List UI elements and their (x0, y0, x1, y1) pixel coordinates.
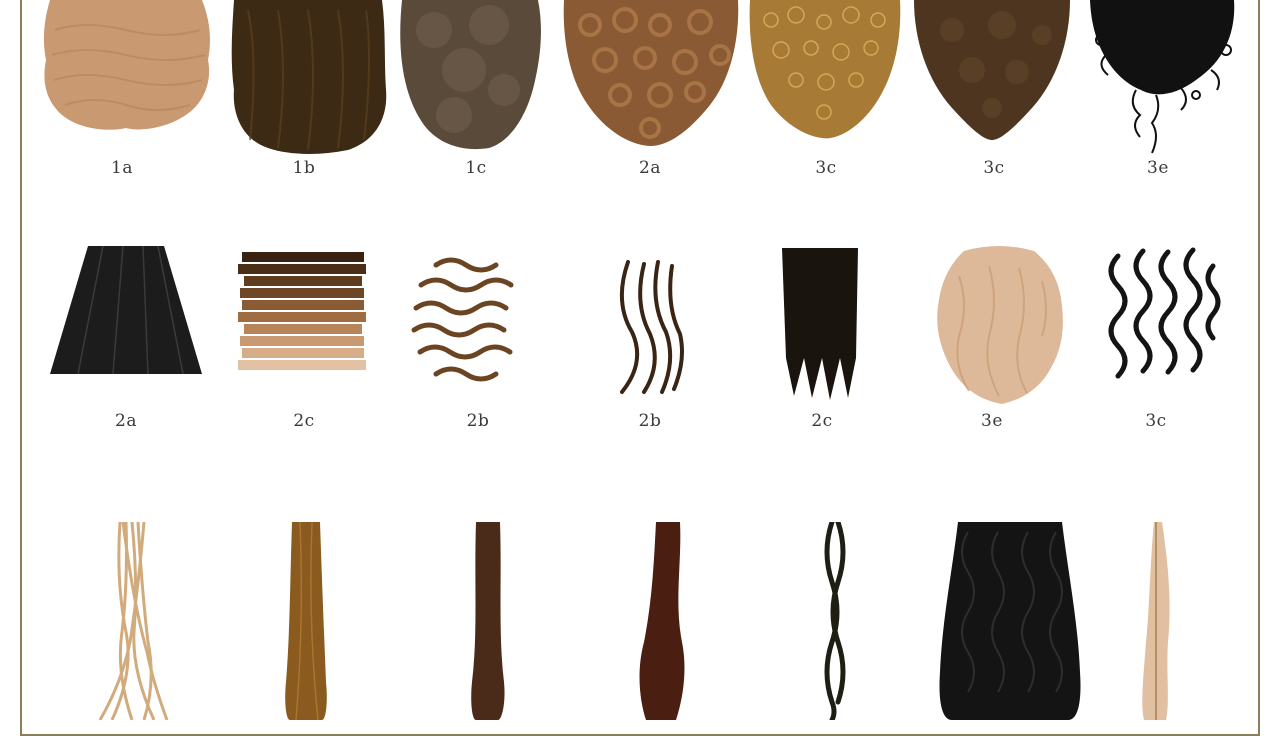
swatch-3c-row1-a (749, 0, 901, 139)
swatch-2c-row2-b (782, 248, 858, 400)
swatch-1c (400, 0, 541, 150)
swatch-3c-row1-b (914, 0, 1070, 140)
swatch-2c-row2-a (238, 252, 366, 370)
swatch-1b (231, 0, 387, 154)
row2-label-7: 3c (1145, 411, 1167, 431)
row1-label-2: 1b (292, 158, 316, 178)
row1-label-6: 3c (983, 158, 1005, 178)
swatch-strand-2 (285, 522, 327, 720)
swatch-2a-row2 (50, 246, 202, 375)
row2-label-6: 3e (981, 411, 1003, 431)
swatch-1a (43, 0, 211, 130)
row2-label-5: 2c (811, 411, 833, 431)
row2-label-1: 2a (115, 411, 137, 431)
swatch-strand-3 (471, 522, 505, 720)
row2-label-3: 2b (466, 411, 490, 431)
row1-label-7: 3e (1147, 158, 1169, 178)
swatch-2b-row2-a (411, 257, 514, 382)
swatch-3e-row1 (1090, 0, 1235, 154)
swatch-strand-1 (98, 522, 169, 720)
row2-label-4: 2b (638, 411, 662, 431)
swatch-2a-row1 (563, 0, 739, 146)
swatch-strand-4 (639, 522, 685, 720)
swatch-3c-row2 (1108, 247, 1221, 379)
row1-label-5: 3c (815, 158, 837, 178)
swatch-2b-row2-b (619, 260, 684, 394)
row1-label-4: 2a (639, 158, 661, 178)
row1-label-3: 1c (465, 158, 487, 178)
swatch-strand-6 (939, 522, 1081, 720)
swatch-strand-5 (824, 522, 846, 720)
swatch-strand-7 (1142, 522, 1170, 720)
swatch-3e-row2 (937, 246, 1063, 404)
row2-label-2: 2c (293, 411, 315, 431)
row1-label-1: 1a (111, 158, 133, 178)
